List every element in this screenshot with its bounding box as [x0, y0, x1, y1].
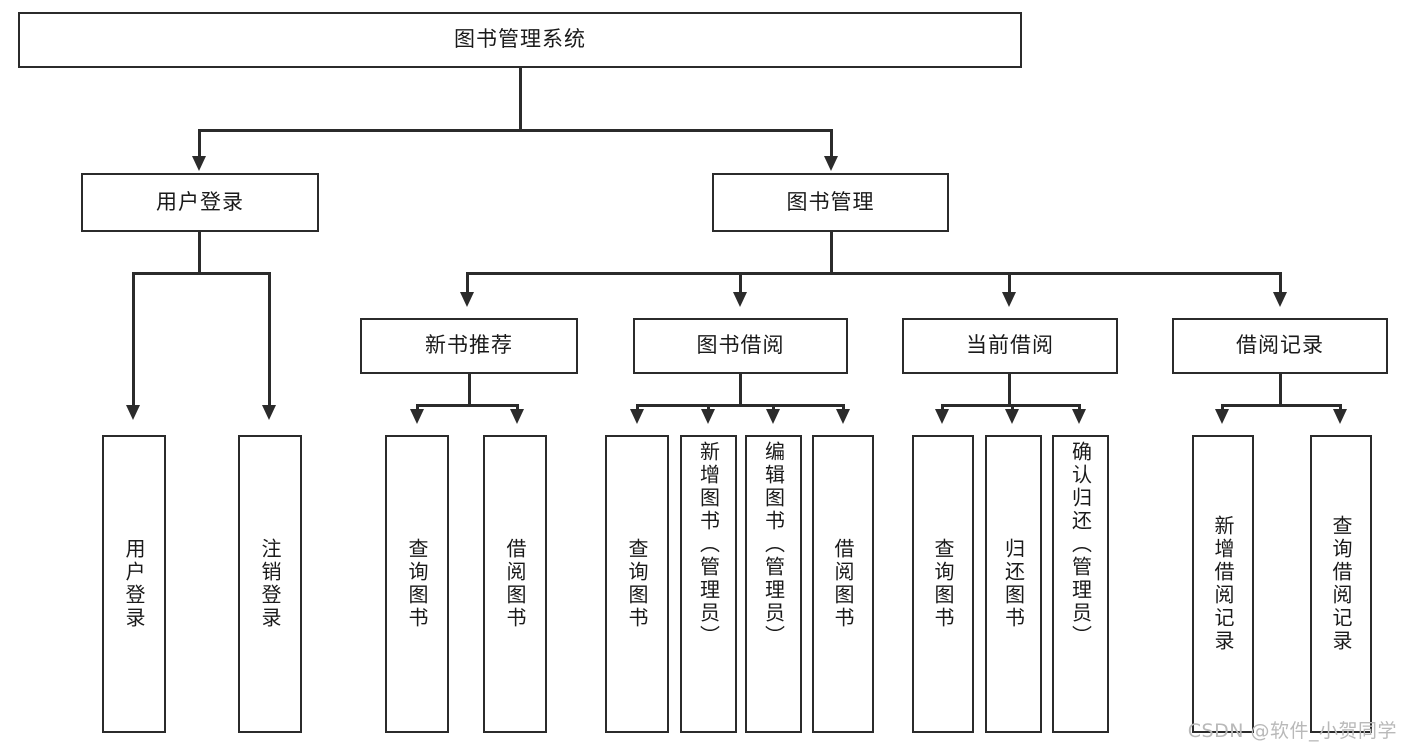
node-leaf-add-borrow-record[interactable]: 新增借阅记录	[1192, 435, 1254, 733]
arrowhead-leaf-query-book-1	[410, 409, 424, 424]
arrowhead-leaf-borrow-book-1	[510, 409, 524, 424]
node-leaf-return-book-label: 归还图书	[1001, 538, 1026, 630]
node-leaf-query-book-2[interactable]: 查询图书	[605, 435, 669, 733]
node-current-borrow[interactable]: 当前借阅	[902, 318, 1118, 374]
node-leaf-logout-login-label: 注销登录	[258, 538, 282, 630]
node-root[interactable]: 图书管理系统	[18, 12, 1022, 68]
arrowhead-new-book-recommend	[460, 292, 474, 307]
node-leaf-logout-login[interactable]: 注销登录	[238, 435, 302, 733]
connector-br-to-leaf1	[1221, 404, 1224, 412]
node-borrow-record-label: 借阅记录	[1236, 333, 1324, 358]
connector-currentborrow-stem	[1008, 374, 1011, 406]
node-book-borrow[interactable]: 图书借阅	[633, 318, 848, 374]
connector-bb-to-leaf3	[772, 404, 775, 412]
node-current-borrow-label: 当前借阅	[966, 333, 1054, 358]
connector-newbook-to-leaf2	[516, 404, 519, 412]
node-leaf-query-book-3-label: 查询图书	[931, 538, 955, 630]
node-user-login[interactable]: 用户登录	[81, 173, 319, 232]
connector-bb-to-leaf2	[707, 404, 710, 412]
connector-borrowrecord-bus	[1221, 404, 1341, 407]
node-leaf-query-borrow-record-label: 查询借阅记录	[1329, 515, 1353, 653]
connector-bm-to-current-borrow	[1008, 272, 1011, 294]
arrowhead-leaf-edit-book-admin	[766, 409, 780, 424]
connector-root-to-user-login	[198, 129, 201, 159]
connector-bookborrow-bus	[636, 404, 844, 407]
arrowhead-book-borrow	[733, 292, 747, 307]
arrowhead-leaf-query-book-2	[630, 409, 644, 424]
node-leaf-user-login[interactable]: 用户登录	[102, 435, 166, 733]
connector-cb-to-leaf1	[941, 404, 944, 412]
node-leaf-add-borrow-record-label: 新增借阅记录	[1211, 515, 1235, 653]
connector-book-manage-bus	[466, 272, 1282, 275]
arrowhead-leaf-logout-login	[262, 405, 276, 420]
connector-root-stem	[519, 68, 522, 130]
connector-user-login-stem	[198, 232, 201, 274]
connector-bm-to-new-book	[466, 272, 469, 294]
node-leaf-borrow-book-2[interactable]: 借阅图书	[812, 435, 874, 733]
node-leaf-borrow-book-1[interactable]: 借阅图书	[483, 435, 547, 733]
node-leaf-add-book-admin-label: 新增图书（管理员）	[696, 441, 721, 648]
arrowhead-book-manage	[824, 156, 838, 171]
node-book-manage-label: 图书管理	[786, 189, 875, 214]
node-root-label: 图书管理系统	[454, 27, 586, 52]
connector-borrowrecord-stem	[1279, 374, 1282, 406]
node-book-borrow-label: 图书借阅	[696, 333, 785, 358]
connector-cb-to-leaf3	[1078, 404, 1081, 412]
connector-bb-to-leaf1	[636, 404, 639, 412]
connector-root-to-book-manage	[830, 129, 833, 159]
connector-br-to-leaf2	[1339, 404, 1342, 412]
node-leaf-borrow-book-1-label: 借阅图书	[503, 538, 527, 630]
arrowhead-leaf-add-book-admin	[701, 409, 715, 424]
arrowhead-leaf-query-borrow-record	[1333, 409, 1347, 424]
node-leaf-return-book[interactable]: 归还图书	[985, 435, 1042, 733]
node-leaf-add-book-admin[interactable]: 新增图书（管理员）	[680, 435, 737, 733]
node-leaf-user-login-label: 用户登录	[122, 538, 146, 630]
connector-root-bus	[198, 129, 831, 132]
arrowhead-leaf-return-book	[1005, 409, 1019, 424]
node-leaf-borrow-book-2-label: 借阅图书	[831, 538, 855, 630]
connector-bm-to-borrow-record	[1279, 272, 1282, 294]
node-leaf-edit-book-admin[interactable]: 编辑图书（管理员）	[745, 435, 802, 733]
arrowhead-leaf-query-book-3	[935, 409, 949, 424]
connector-newbook-stem	[468, 374, 471, 406]
connector-user-login-to-leaf2	[268, 272, 271, 407]
connector-currentborrow-bus	[941, 404, 1080, 407]
connector-newbook-to-leaf1	[416, 404, 419, 412]
node-user-login-label: 用户登录	[156, 189, 244, 214]
node-borrow-record[interactable]: 借阅记录	[1172, 318, 1388, 374]
arrowhead-user-login	[192, 156, 206, 171]
arrowhead-current-borrow	[1002, 292, 1016, 307]
connector-user-login-to-leaf1	[132, 272, 135, 407]
node-leaf-query-book-1[interactable]: 查询图书	[385, 435, 449, 733]
node-leaf-query-book-3[interactable]: 查询图书	[912, 435, 974, 733]
connector-bb-to-leaf4	[842, 404, 845, 412]
connector-book-manage-stem	[830, 232, 833, 274]
connector-newbook-bus	[416, 404, 519, 407]
node-leaf-query-book-1-label: 查询图书	[405, 538, 429, 630]
arrowhead-leaf-add-borrow-record	[1215, 409, 1229, 424]
node-leaf-edit-book-admin-label: 编辑图书（管理员）	[761, 441, 786, 648]
csdn-watermark: CSDN @软件_小贺同学	[1187, 720, 1397, 742]
connector-cb-to-leaf2	[1011, 404, 1014, 412]
connector-bookborrow-stem	[739, 374, 742, 406]
arrowhead-leaf-borrow-book-2	[836, 409, 850, 424]
node-leaf-query-book-2-label: 查询图书	[625, 538, 649, 630]
node-new-book-recommend[interactable]: 新书推荐	[360, 318, 578, 374]
arrowhead-leaf-user-login	[126, 405, 140, 420]
node-book-manage[interactable]: 图书管理	[712, 173, 949, 232]
connector-user-login-bus	[132, 272, 269, 275]
node-new-book-recommend-label: 新书推荐	[425, 333, 513, 358]
node-leaf-query-borrow-record[interactable]: 查询借阅记录	[1310, 435, 1372, 733]
connector-bm-to-book-borrow	[739, 272, 742, 294]
node-leaf-confirm-return-admin-label: 确认归还（管理员）	[1068, 441, 1093, 648]
arrowhead-leaf-confirm-return-admin	[1072, 409, 1086, 424]
node-leaf-confirm-return-admin[interactable]: 确认归还（管理员）	[1052, 435, 1109, 733]
arrowhead-borrow-record	[1273, 292, 1287, 307]
